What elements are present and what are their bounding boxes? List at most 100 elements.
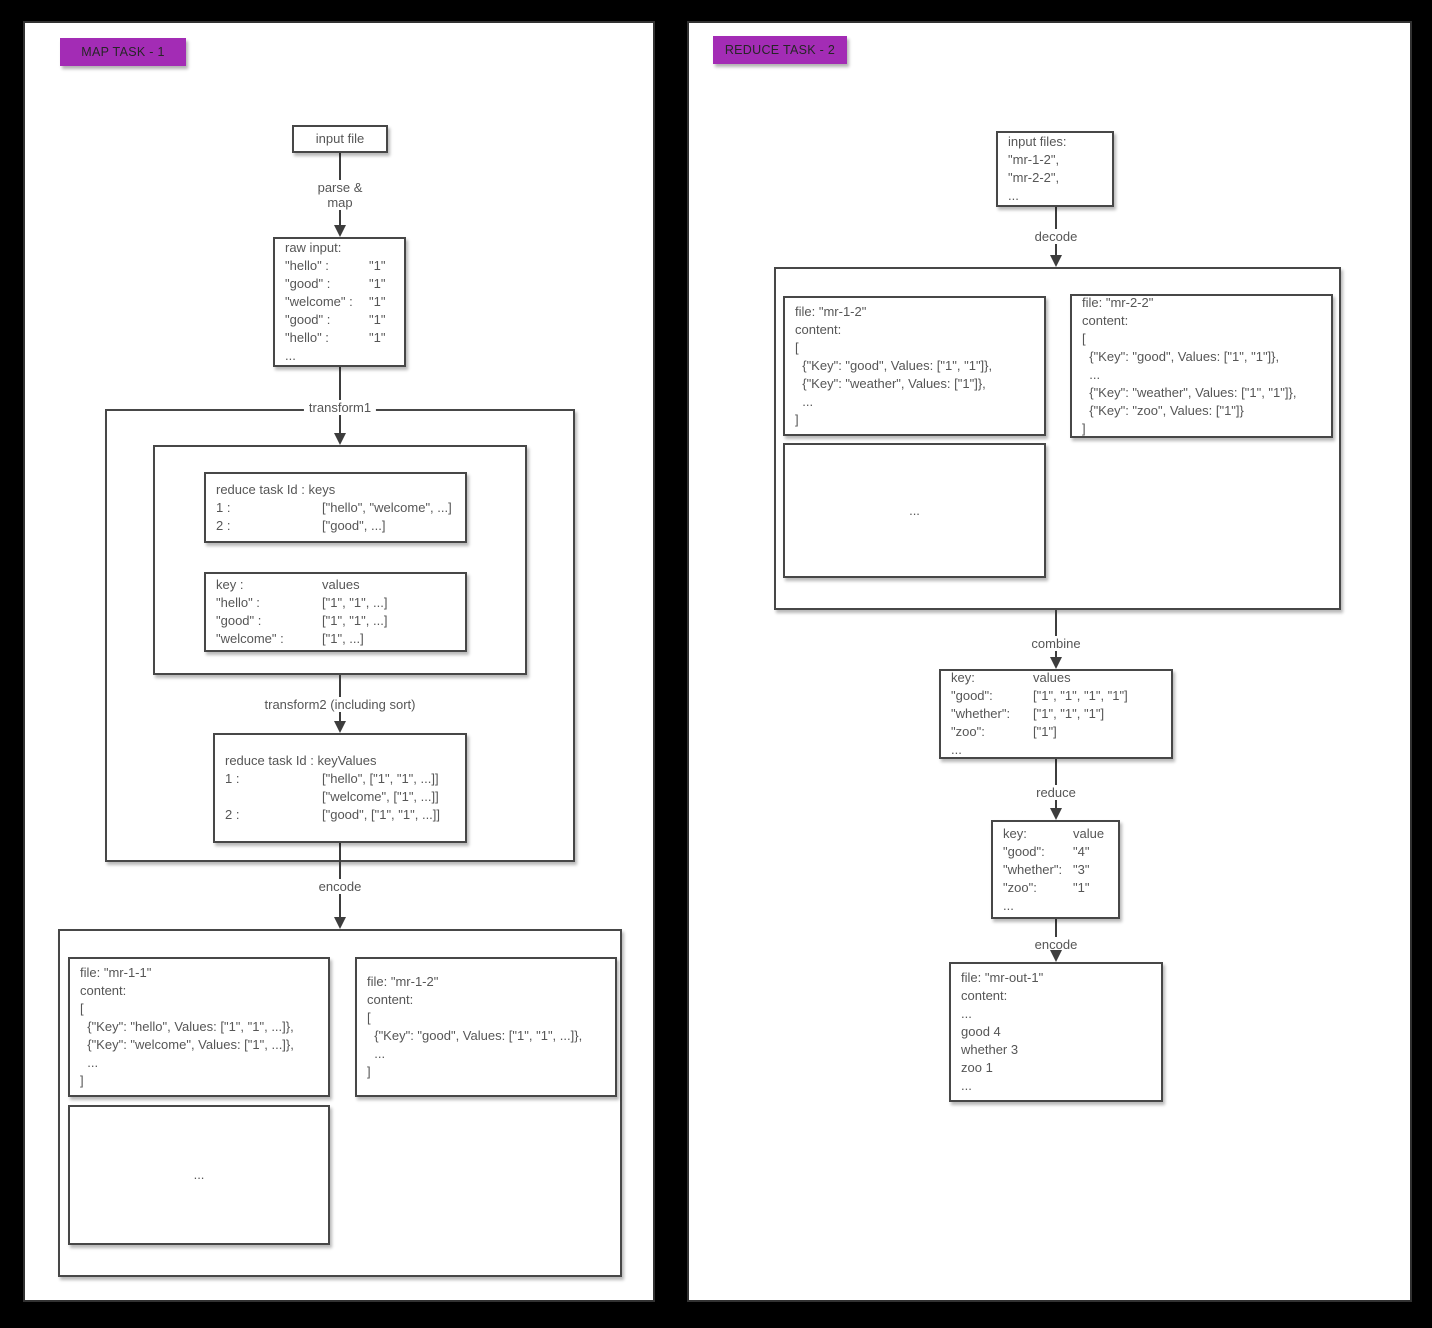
more-decoded-files-node: ... — [783, 443, 1046, 578]
text-line: zoo 1 — [961, 1060, 993, 1075]
kv-key: ... — [285, 348, 296, 363]
more-files-ellipsis: ... — [193, 1167, 205, 1182]
kv-row: "whether":["1", "1", "1"] — [951, 705, 1161, 723]
kv-key: 1 : — [216, 499, 231, 515]
text-line: ] — [367, 1064, 371, 1079]
kv-value: ["welcome", ["1", ...]] — [322, 789, 439, 804]
kv-row: key:value — [1003, 825, 1108, 843]
kv-value: "1" — [369, 294, 386, 309]
text-line: {"Key": "hello", Values: ["1", "1", ...]… — [80, 1019, 294, 1034]
input-files-node: input files:"mr-1-2","mr-2-2",... — [996, 131, 1114, 207]
kv-key: key: — [1003, 825, 1027, 841]
kv-row: "hello" : ["1", "1", ...] — [216, 594, 455, 612]
edge-label-reduce: reduce — [1031, 785, 1081, 800]
file-mr-1-2-node: file: "mr-1-2"content:[ {"Key": "good", … — [355, 957, 617, 1097]
kv-row: "whether":"3" — [1003, 861, 1108, 879]
kv-key: "good": — [951, 688, 993, 703]
kv-value: "1" — [369, 312, 386, 327]
text-line: {"Key": "weather", Values: ["1"]}, — [795, 376, 986, 391]
kv-key: ... — [951, 742, 962, 757]
kv-row: 1 : ["hello", "welcome", ...] — [216, 499, 455, 517]
reduce-result-node: key:value"good":"4""whether":"3""zoo":"1… — [991, 820, 1120, 919]
edge-label-transform2: transform2 (including sort) — [259, 697, 421, 712]
kv-key: "zoo": — [1003, 879, 1037, 895]
edge-label-decode: decode — [1029, 229, 1083, 244]
text-line: file: "mr-out-1" — [961, 970, 1044, 985]
key-values-rows: key :values"hello" :["1", "1", ...]"good… — [216, 576, 455, 648]
kv-row: "hello" :"1" — [285, 257, 394, 275]
raw-input-node: raw input: "hello" :"1""good" :"1""welco… — [273, 237, 406, 367]
kv-row: "good" :"1" — [285, 275, 394, 293]
kv-key: key: — [951, 670, 975, 685]
key-values-sorted-rows: 1 :["hello", ["1", "1", ...]]["welcome",… — [225, 770, 455, 824]
text-line: content: — [367, 992, 414, 1007]
kv-key — [225, 788, 322, 806]
kv-value: "1" — [369, 330, 386, 345]
text-line: map — [327, 195, 353, 210]
kv-row: "welcome" :["1", ...] — [216, 630, 455, 648]
kv-row: ... — [1003, 897, 1108, 915]
text-line: [ — [795, 340, 799, 355]
text-line: ... — [961, 1006, 972, 1021]
text-line: [ — [1082, 331, 1086, 346]
text-line: {"Key": "good", Values: ["1", "1", ...]}… — [367, 1028, 583, 1043]
arrowhead — [334, 225, 346, 237]
arrowhead — [334, 721, 346, 733]
kv-key: "zoo": — [951, 724, 985, 739]
reduce-task-keys-header: reduce task Id : keys — [216, 481, 336, 497]
kv-row: "hello" :"1" — [285, 329, 394, 347]
arrowhead — [1050, 808, 1062, 820]
kv-key: "good": — [1003, 843, 1045, 859]
kv-value: values — [1033, 670, 1071, 685]
file-mr-1-2-decoded-node: file: "mr-1-2"content:[ {"Key": "good", … — [783, 296, 1046, 436]
text-line: {"Key": "welcome", Values: ["1", ...]}, — [80, 1037, 294, 1052]
kv-value: ["1", "1", "1", "1"] — [1033, 688, 1128, 703]
text-line: content: — [1082, 313, 1129, 328]
kv-row: ["welcome", ["1", ...]] — [225, 788, 455, 806]
text-line: file: "mr-1-1" — [80, 965, 152, 980]
text-line: file: "mr-2-2" — [1082, 295, 1154, 310]
connector-encode-out — [1055, 919, 1057, 950]
kv-row: "welcome" :"1" — [285, 293, 394, 311]
text-line: ] — [795, 412, 799, 427]
raw-input-rows: "hello" :"1""good" :"1""welcome" :"1""go… — [285, 257, 394, 365]
text-line: file: "mr-1-2" — [367, 974, 439, 989]
text-line: file: "mr-1-2" — [795, 304, 867, 319]
kv-value: ["hello", "welcome", ...] — [322, 499, 452, 515]
kv-row: ... — [285, 347, 394, 365]
input-file-node: input file — [292, 125, 388, 153]
text-line: ] — [80, 1073, 84, 1088]
kv-value: ["good", ...] — [322, 517, 386, 533]
arrowhead — [1050, 255, 1062, 267]
kv-key: "good" : — [285, 276, 331, 291]
text-line: ... — [795, 394, 814, 409]
text-line: content: — [961, 988, 1008, 1003]
kv-key: "whether": — [1003, 861, 1063, 877]
edge-label-transform1: transform1 — [303, 400, 377, 415]
kv-row: "good": "4" — [1003, 843, 1108, 861]
kv-value: ["good", ["1", "1", ...]] — [322, 807, 441, 822]
text-line: good 4 — [961, 1024, 1001, 1039]
text-line: ... — [961, 1078, 972, 1093]
kv-value: ["1", "1", ...] — [322, 595, 388, 610]
arrowhead — [1050, 657, 1062, 669]
edge-label-parse-map: parse &map — [312, 180, 368, 210]
more-files-node: ... — [68, 1105, 330, 1245]
text-line: ... — [1008, 188, 1019, 203]
text-line: ... — [367, 1046, 386, 1061]
kv-value: values — [322, 577, 360, 592]
kv-value: ["1"] — [1033, 724, 1057, 739]
arrowhead — [1050, 950, 1062, 962]
edge-label-encode: encode — [313, 879, 367, 894]
kv-row: 2 :["good", ["1", "1", ...]] — [225, 806, 455, 824]
reduce-task-panel: REDUCE TASK - 2 decode combine reduce en… — [687, 21, 1412, 1302]
kv-row: "good" :"1" — [285, 311, 394, 329]
arrowhead — [334, 433, 346, 445]
kv-value: "4" — [1073, 843, 1090, 859]
kv-row: 2 :["good", ...] — [216, 517, 455, 535]
kv-row: "zoo": ["1"] — [951, 723, 1161, 741]
file-mr-1-1-node: file: "mr-1-1"content:[ {"Key": "hello",… — [68, 957, 330, 1097]
kv-key: "good" : — [216, 613, 262, 628]
kv-key: "hello" : — [216, 595, 260, 610]
